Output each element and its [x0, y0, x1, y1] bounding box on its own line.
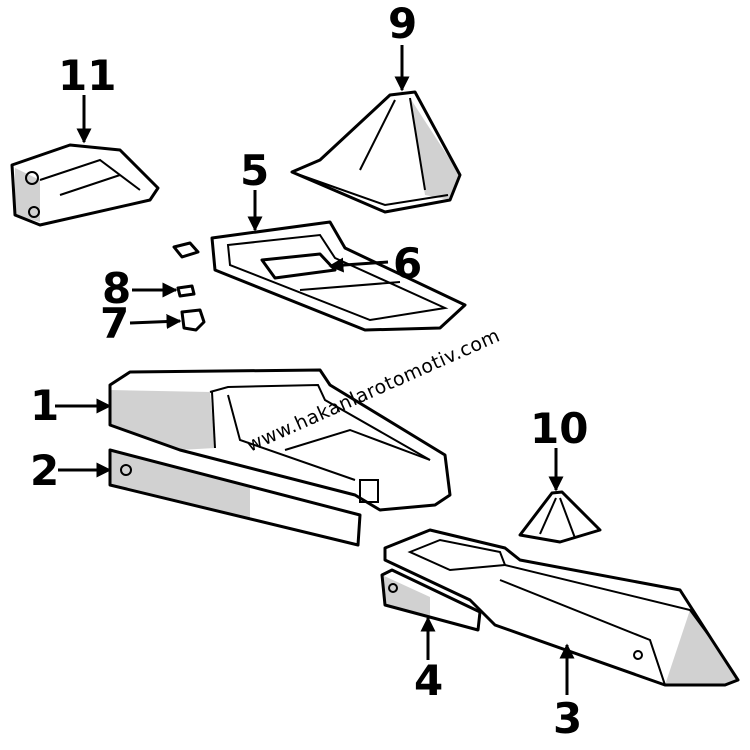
- callout-9: 9: [388, 0, 417, 48]
- callout-2: 2: [30, 446, 59, 495]
- callout-11: 11: [58, 51, 116, 100]
- part-1-console: [108, 368, 452, 512]
- part-8-clip: [172, 241, 200, 298]
- leader-6: [328, 257, 389, 273]
- part-11-bracket: [10, 143, 160, 227]
- part-10-small-boot: [518, 490, 602, 544]
- part-3-rear-console: [383, 528, 740, 687]
- part-7-pin: [180, 308, 206, 332]
- callout-7: 7: [100, 299, 129, 348]
- part-5-bezel: [210, 220, 467, 332]
- callout-8: 8: [102, 264, 131, 313]
- leader-7: [129, 314, 182, 330]
- callout-10: 10: [530, 404, 588, 453]
- callout-4: 4: [414, 656, 443, 705]
- callout-6: 6: [393, 239, 422, 288]
- callout-1: 1: [30, 381, 59, 430]
- part-4-end-panel: [380, 568, 482, 632]
- callout-3: 3: [553, 694, 582, 743]
- part-9-shift-boot: [290, 90, 462, 214]
- callout-5: 5: [240, 146, 269, 195]
